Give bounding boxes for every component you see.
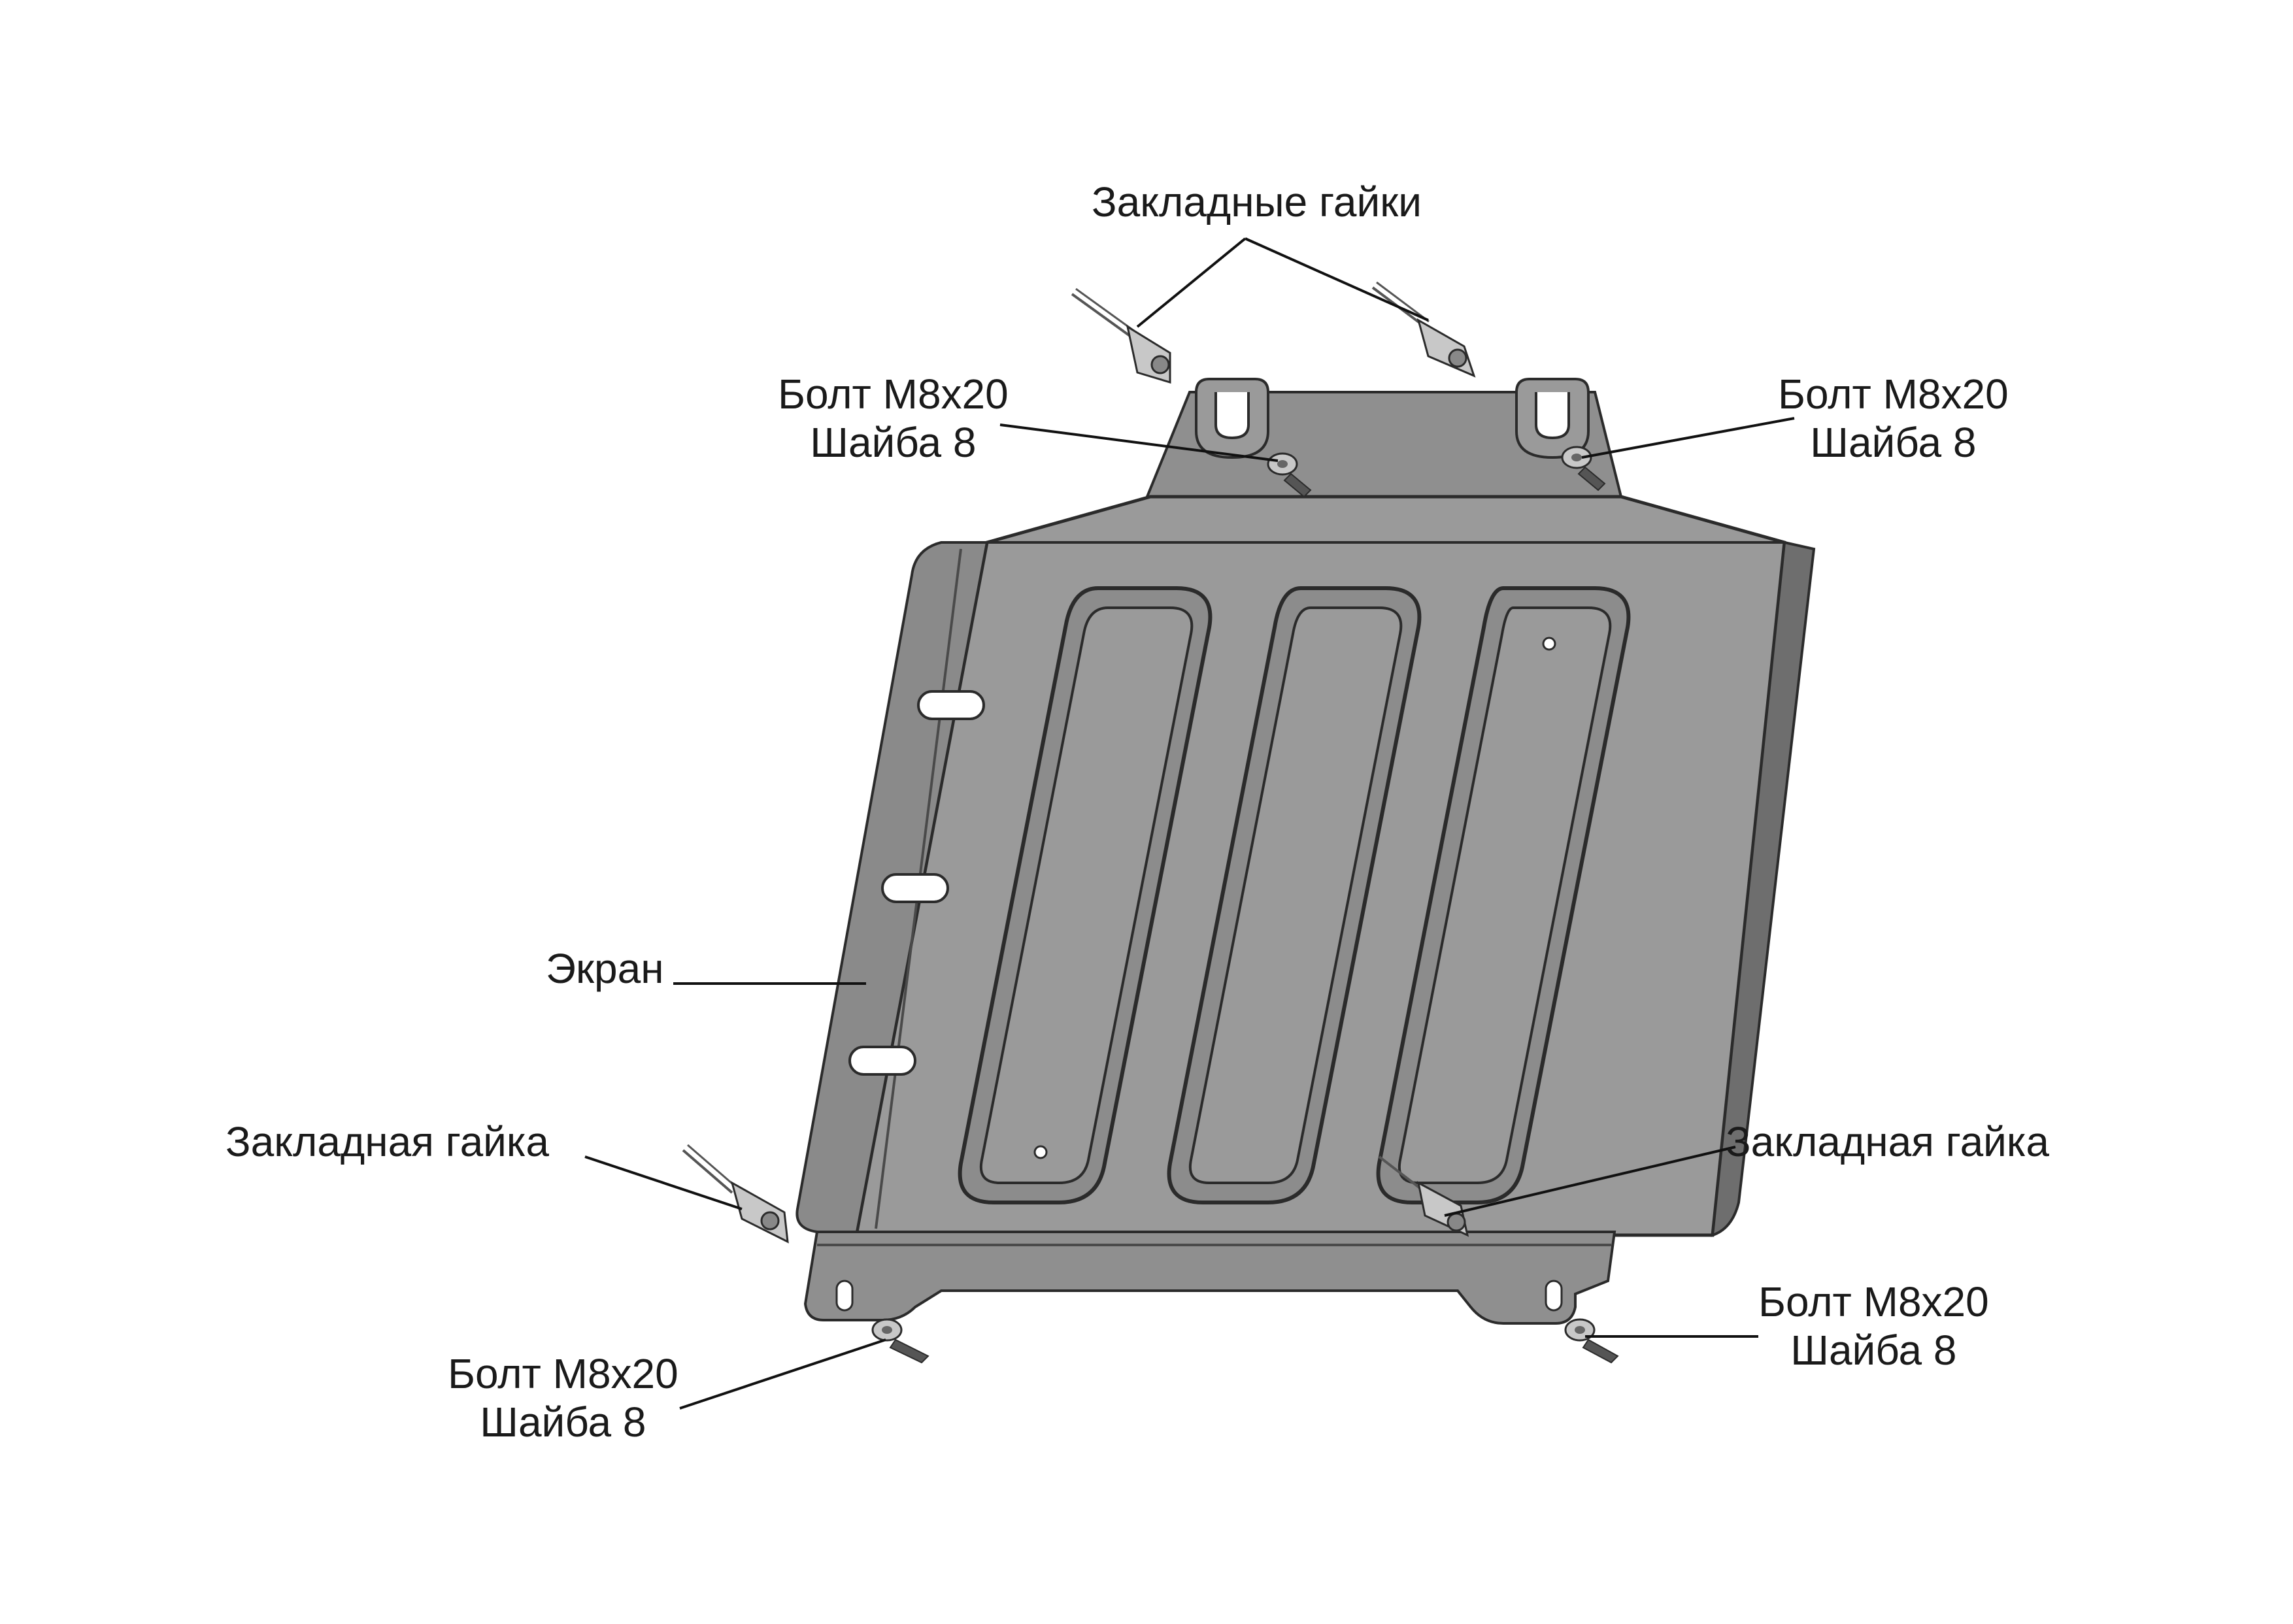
leader-top-nuts-left — [1136, 237, 1247, 328]
leader-bolt-tl — [999, 423, 1279, 462]
label-bolt-bottom-left-line2: Шайба 8 — [480, 1399, 646, 1446]
label-screen: Экран — [546, 944, 664, 993]
cage-nut-bottom-left — [682, 1144, 789, 1244]
cage-nut-bottom-right — [1378, 1155, 1469, 1237]
label-cage-nut-left-text: Закладная гайка — [226, 1118, 549, 1165]
label-top-cage-nuts-text: Закладные гайки — [1092, 178, 1422, 225]
label-bolt-top-right: Болт М8х20 Шайба 8 — [1778, 370, 2009, 467]
label-bolt-top-left-line1: Болт М8х20 — [778, 371, 1009, 418]
label-cage-nut-left: Закладная гайка — [226, 1118, 549, 1166]
label-bolt-bottom-right-line2: Шайба 8 — [1790, 1327, 1957, 1374]
cage-nut-top-left — [1071, 288, 1171, 384]
rib-1 — [958, 586, 1213, 1204]
label-bolt-top-right-line2: Шайба 8 — [1810, 419, 1977, 467]
leader-bolt-tr — [1581, 417, 1795, 459]
bolt-bottom-left — [871, 1318, 929, 1364]
label-top-cage-nuts: Закладные гайки — [1092, 178, 1422, 226]
label-bolt-top-left: Болт М8х20 Шайба 8 — [778, 370, 1009, 467]
label-cage-nut-right-text: Закладная гайка — [1726, 1118, 2049, 1165]
rib-3 — [1376, 586, 1631, 1204]
leader-nut-left — [584, 1155, 743, 1210]
leader-bolt-bl — [679, 1338, 886, 1410]
label-bolt-top-right-line1: Болт М8х20 — [1778, 371, 2009, 418]
bottom-bracket — [803, 1231, 1616, 1325]
label-bolt-bottom-left: Болт М8х20 Шайба 8 — [448, 1350, 678, 1446]
leader-nut-right — [1444, 1146, 1736, 1217]
label-bolt-bottom-right: Болт М8х20 Шайба 8 — [1758, 1278, 1989, 1374]
label-bolt-bottom-left-line1: Болт М8х20 — [448, 1350, 678, 1397]
bolt-top-right — [1561, 446, 1606, 491]
leader-top-nuts-right — [1245, 237, 1429, 322]
label-screen-text: Экран — [546, 945, 664, 992]
label-cage-nut-right: Закладная гайка — [1726, 1118, 2049, 1166]
label-bolt-top-left-line2: Шайба 8 — [810, 419, 977, 467]
bolt-top-left — [1267, 452, 1312, 498]
label-bolt-bottom-right-line1: Болт М8х20 — [1758, 1278, 1989, 1325]
leader-lines — [584, 237, 1795, 1410]
rib-2 — [1167, 586, 1422, 1204]
bolt-bottom-right — [1564, 1318, 1619, 1364]
cage-nut-top-right — [1371, 281, 1476, 378]
top-bracket — [1145, 378, 1623, 503]
